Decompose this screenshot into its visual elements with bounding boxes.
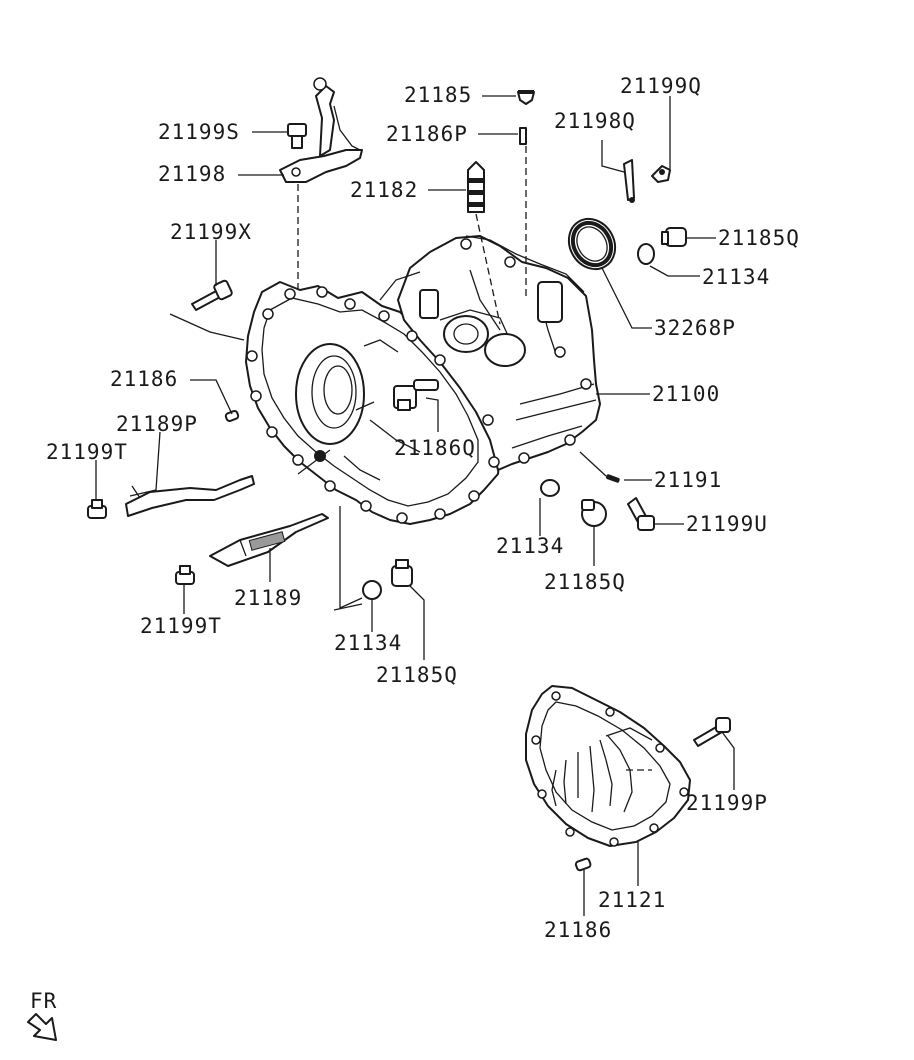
label-21191: 21191 xyxy=(654,468,722,492)
bracket-21198Q xyxy=(623,159,635,203)
washer-21134-bottom xyxy=(362,580,382,600)
front-direction-indicator: FR xyxy=(27,989,57,1041)
spring-21191 xyxy=(605,474,620,483)
plug-21185Q-mid xyxy=(581,499,607,527)
bolt-21199P xyxy=(693,717,731,747)
bolt-21199U xyxy=(627,497,655,531)
sensor-21182 xyxy=(467,161,485,213)
label-21199P: 21199P xyxy=(686,791,768,815)
label-21186-bottom: 21186 xyxy=(544,918,612,942)
label-21185: 21185 xyxy=(404,83,472,107)
bolt-21199Q xyxy=(651,165,671,183)
label-21199S: 21199S xyxy=(158,120,240,144)
bolt-21199X xyxy=(191,279,233,311)
fr-label: FR xyxy=(30,989,57,1013)
label-21186Q: 21186Q xyxy=(394,436,476,460)
label-21189P: 21189P xyxy=(116,412,198,436)
label-21182: 21182 xyxy=(350,178,418,202)
label-21189: 21189 xyxy=(234,586,302,610)
bolt-21199S xyxy=(287,123,307,149)
leader-lines xyxy=(95,95,735,916)
sensor-21186Q xyxy=(393,379,439,411)
pin-21186P xyxy=(519,127,527,145)
label-21198: 21198 xyxy=(158,162,226,186)
label-21134-bottom: 21134 xyxy=(334,631,402,655)
label-21186P: 21186P xyxy=(386,122,468,146)
washer-21134-top xyxy=(637,243,655,265)
bolt-21199T-left xyxy=(87,499,107,519)
label-21100: 21100 xyxy=(652,382,720,406)
label-21199U: 21199U xyxy=(686,512,768,536)
label-21186-left: 21186 xyxy=(110,367,178,391)
clutch-housing-21121 xyxy=(525,685,691,847)
bracket-21198 xyxy=(279,77,363,183)
pin-21186-left xyxy=(224,410,240,422)
label-21199T-bottom: 21199T xyxy=(140,614,222,638)
plug-21185Q-top xyxy=(661,227,687,247)
label-21185Q-bottom: 21185Q xyxy=(376,663,458,687)
guide-dashed-lines xyxy=(297,146,652,771)
plate-21189P xyxy=(125,475,255,517)
label-21185Q-top: 21185Q xyxy=(718,226,800,250)
guide-21189 xyxy=(209,513,329,567)
bolt-21199T-bottom xyxy=(175,565,195,585)
label-21199Q: 21199Q xyxy=(620,74,702,98)
fr-arrow-icon xyxy=(27,1013,57,1041)
pin-21186-bottom xyxy=(574,857,592,872)
transmission-case-21100 xyxy=(245,235,601,525)
oil-seal-32268P xyxy=(567,217,617,271)
label-21198Q: 21198Q xyxy=(554,109,636,133)
label-21199T-left: 21199T xyxy=(46,440,128,464)
label-21134-mid: 21134 xyxy=(496,534,564,558)
label-21134-top: 21134 xyxy=(702,265,770,289)
plug-21185 xyxy=(517,90,535,105)
part-labels: 21185 21199Q 21199S 21186P 21198Q 21198 … xyxy=(46,74,800,942)
label-21199X: 21199X xyxy=(170,220,252,244)
plug-21185Q-bottom xyxy=(391,559,413,587)
label-32268P: 32268P xyxy=(654,316,736,340)
washer-21134-mid xyxy=(540,479,560,497)
label-21121: 21121 xyxy=(598,888,666,912)
label-21185Q-mid: 21185Q xyxy=(544,570,626,594)
